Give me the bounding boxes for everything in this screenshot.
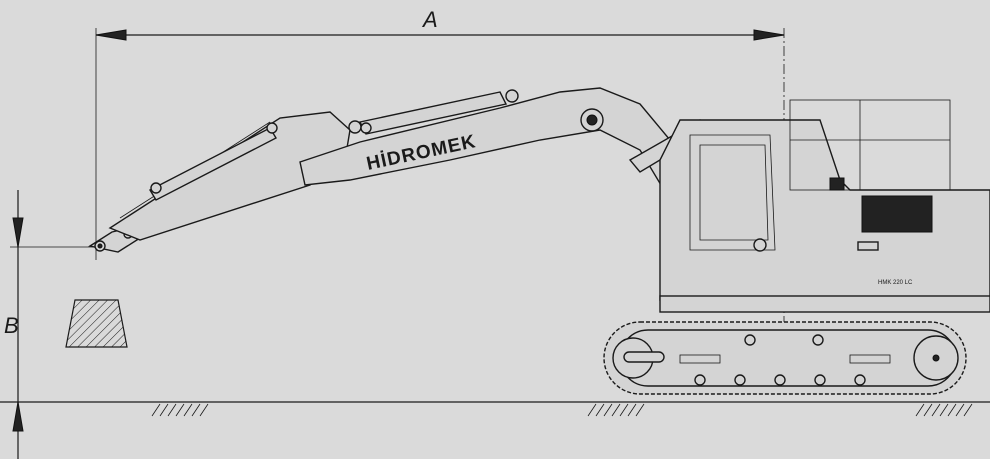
dimension-arrow-down	[12, 217, 24, 248]
excavator-cab: HMK 220 LC	[659, 99, 990, 301]
dimension-arrow-left	[95, 29, 127, 41]
excavator-track	[603, 295, 990, 395]
excavator-arm	[108, 111, 362, 241]
load-block-hatch	[65, 299, 128, 348]
dimension-b-label: B	[4, 313, 19, 338]
ground-hatch	[151, 403, 973, 417]
model-plate: HMK 220 LC	[878, 280, 913, 286]
dimension-arrow-right	[753, 29, 785, 41]
dimension-arrow-up	[12, 401, 24, 432]
dimension-b: B	[4, 190, 96, 459]
dimension-a-label: A	[421, 7, 438, 32]
excavator-boom: HİDROMEK	[299, 87, 723, 299]
